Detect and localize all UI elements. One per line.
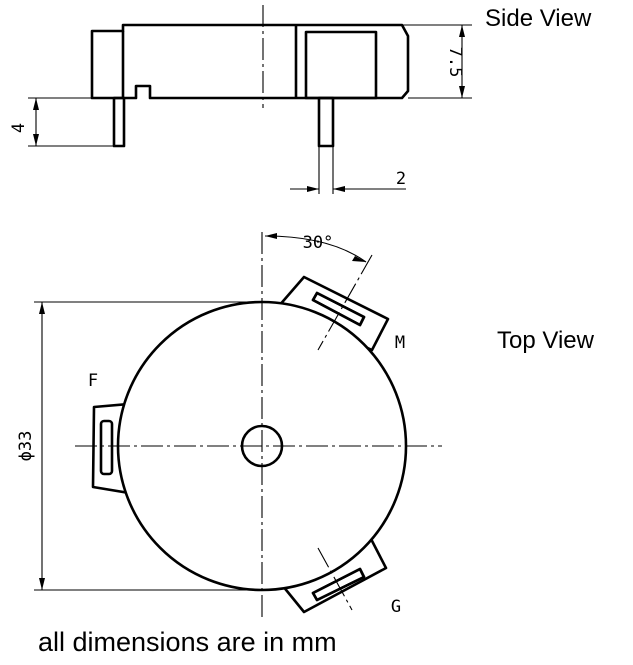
side-view-body — [90, 23, 410, 100]
pin-width-label: 2 — [396, 169, 406, 189]
pin-length-label: 4 — [9, 123, 29, 133]
terminal-g-label: G — [391, 597, 401, 617]
side-view-right-block — [304, 30, 378, 100]
terminal-f-label: F — [88, 371, 98, 391]
diameter-dimension: ϕ33 — [16, 301, 262, 591]
top-view-title: Top View — [497, 327, 594, 354]
side-view-right-pin — [317, 96, 335, 148]
pin-length-dimension: 4 — [9, 97, 114, 147]
angle-dimension: 30° — [264, 233, 367, 263]
height-label: 7.5 — [445, 47, 465, 78]
terminal-g-center-line — [317, 547, 353, 611]
angle-reference-line — [317, 254, 373, 351]
terminal-f-slot — [99, 419, 114, 476]
side-view-left-pin — [112, 96, 126, 148]
top-view-drawing: 30° ϕ33 M F G — [16, 232, 442, 618]
side-view-title: Side View — [485, 5, 592, 32]
height-dimension: 7.5 — [402, 24, 472, 99]
side-view-drawing: 4 7.5 2 — [9, 5, 472, 194]
terminal-m-label: M — [395, 333, 405, 353]
angle-label: 30° — [303, 233, 334, 253]
pin-width-dimension: 2 — [290, 146, 406, 194]
units-note: all dimensions are in mm — [38, 627, 337, 657]
diameter-label: ϕ33 — [16, 431, 36, 462]
